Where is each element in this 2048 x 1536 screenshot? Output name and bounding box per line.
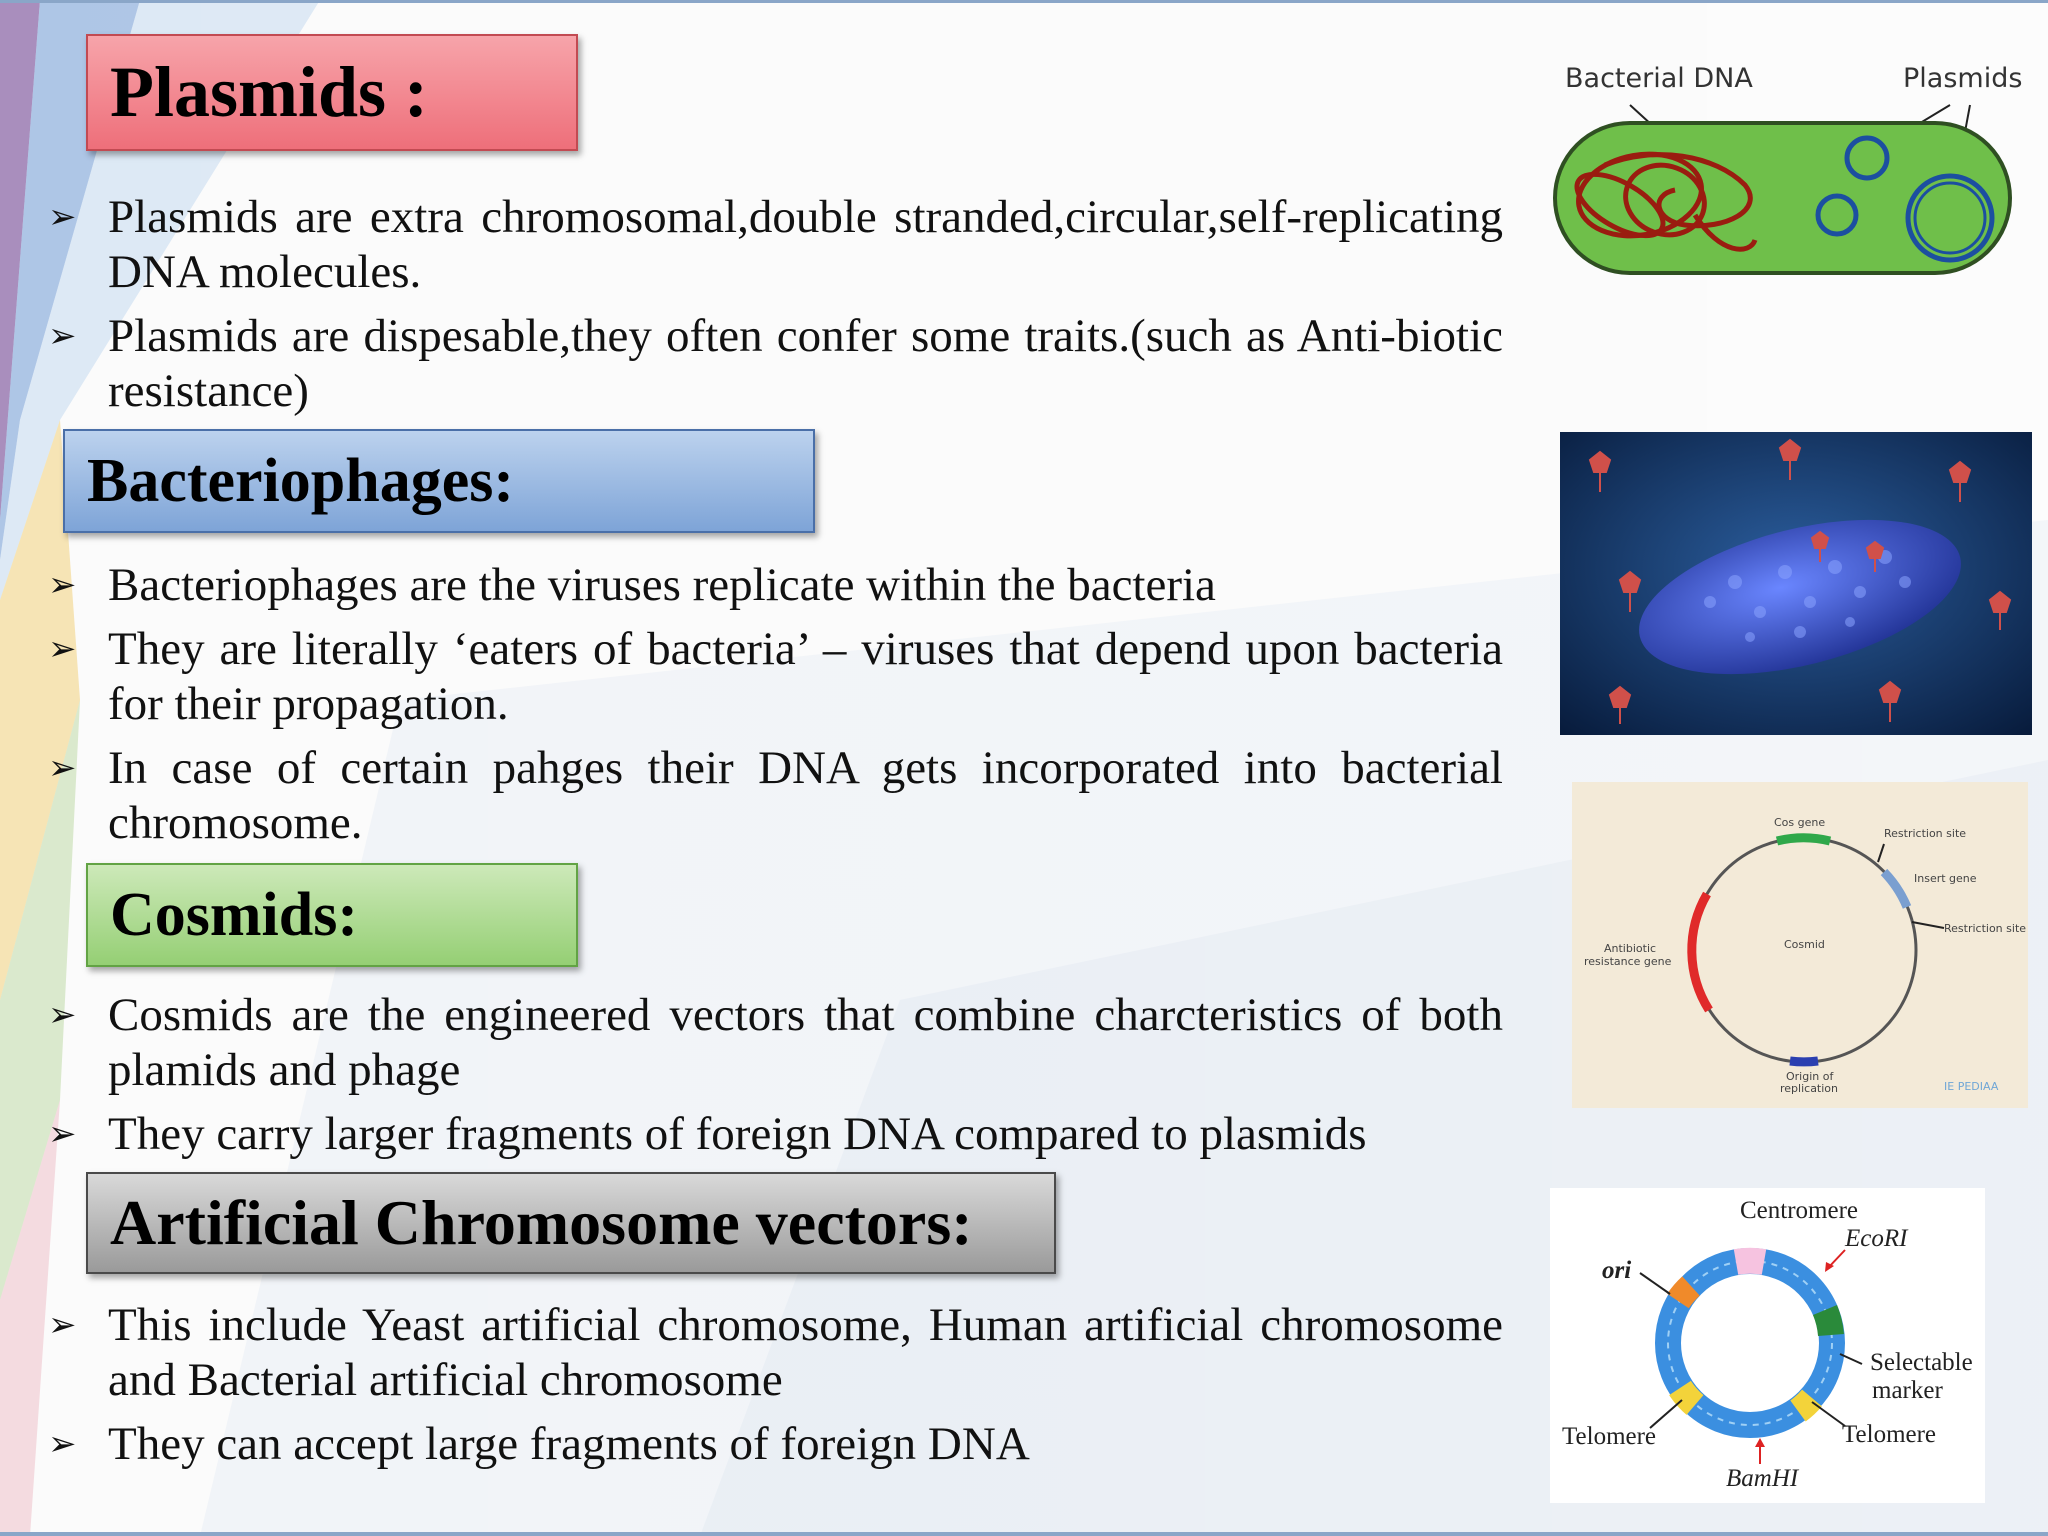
insert-gene-segment (1880, 868, 1912, 909)
label-insert-gene: Insert gene (1914, 872, 1977, 885)
cosmid-map-figure: Cos gene Restriction site Insert gene Re… (1572, 782, 2028, 1108)
bullet-item: ➢Plasmids are extra chromosomal,double s… (48, 191, 1503, 298)
label-bamhi: BamHI (1726, 1465, 1800, 1492)
label-ori: ori (1602, 1257, 1631, 1284)
label-selectable-line2: marker (1872, 1377, 1943, 1404)
label-cos-gene: Cos gene (1774, 816, 1825, 829)
bullet-item: ➢Cosmids are the engineered vectors that… (48, 989, 1503, 1096)
heading-cosmids: Cosmids: (86, 863, 578, 967)
bullet-arrow-icon: ➢ (48, 1307, 77, 1344)
plasmid-cell-figure: Bacterial DNA Plasmids (1553, 63, 2022, 275)
heading-plasmids: Plasmids : (86, 34, 578, 151)
label-telomere-right: Telomere (1842, 1421, 1936, 1448)
origin-segment (1789, 1056, 1819, 1067)
label-cosmid-center: Cosmid (1784, 938, 1825, 951)
label-selectable-line1: Selectable (1870, 1349, 1973, 1376)
label-antibiotic-line2: resistance gene (1584, 955, 1672, 968)
bullet-item: ➢They carry larger fragments of foreign … (48, 1108, 1367, 1160)
heading-artificial-chromosome-vectors: Artificial Chromosome vectors: (86, 1172, 1056, 1274)
bullet-arrow-icon: ➢ (48, 631, 77, 668)
antibiotic-resistance-segment (1687, 891, 1713, 1013)
label-centromere: Centromere (1740, 1197, 1858, 1224)
label-bacterial-dna: Bacterial DNA (1565, 63, 1753, 94)
bottom-border (0, 1532, 2048, 1536)
artificial-chromosome-bullets: ➢This include Yeast artificial chromosom… (48, 1298, 1503, 1481)
bullet-arrow-icon: ➢ (48, 750, 77, 787)
label-restriction-site-2: Restriction site (1944, 922, 2026, 935)
yac-map-figure: Centromere EcoRI ori Selectable marker T… (1550, 1188, 1985, 1503)
label-antibiotic-line1: Antibiotic (1604, 942, 1656, 955)
heading-bacteriophages: Bacteriophages: (63, 429, 815, 533)
plasmid-rings (1815, 135, 1995, 263)
bullet-arrow-icon: ➢ (48, 567, 77, 604)
bullet-item: ➢They are literally ‘eaters of bacteria’… (48, 623, 1503, 730)
bacterial-dna-loops (1574, 151, 1758, 252)
label-plasmids: Plasmids (1903, 63, 2022, 94)
plasmids-bullets: ➢Plasmids are extra chromosomal,double s… (48, 190, 1503, 428)
label-restriction-site-1: Restriction site (1884, 827, 1966, 840)
label-ecori: EcoRI (1844, 1225, 1909, 1252)
bullet-arrow-icon: ➢ (48, 318, 77, 355)
bullet-item: ➢Plasmids are dispesable,they often conf… (48, 310, 1503, 417)
cos-gene-segment (1775, 833, 1832, 846)
bullet-item: ➢In case of certain pahges their DNA get… (48, 742, 1503, 849)
label-telomere-left: Telomere (1562, 1423, 1656, 1450)
top-border (0, 0, 2048, 3)
bullet-arrow-icon: ➢ (48, 1426, 77, 1463)
bullet-item: ➢This include Yeast artificial chromosom… (48, 1299, 1503, 1406)
bullet-item: ➢Bacteriophages are the viruses replicat… (48, 559, 1216, 611)
bullet-arrow-icon: ➢ (48, 1116, 77, 1153)
phage-particles (1588, 438, 2012, 724)
bacteriophage-image (1560, 432, 2032, 735)
bullet-item: ➢They can accept large fragments of fore… (48, 1418, 1030, 1470)
label-watermark: IE PEDIAA (1944, 1080, 1999, 1093)
cosmids-bullets: ➢Cosmids are the engineered vectors that… (48, 988, 1503, 1171)
label-origin-line1: Origin of (1786, 1070, 1834, 1083)
bullet-arrow-icon: ➢ (48, 997, 77, 1034)
label-origin-line2: replication (1780, 1082, 1838, 1095)
bullet-arrow-icon: ➢ (48, 199, 77, 236)
yac-ring (1655, 1247, 1845, 1438)
bacteriophages-bullets: ➢Bacteriophages are the viruses replicat… (48, 558, 1503, 860)
